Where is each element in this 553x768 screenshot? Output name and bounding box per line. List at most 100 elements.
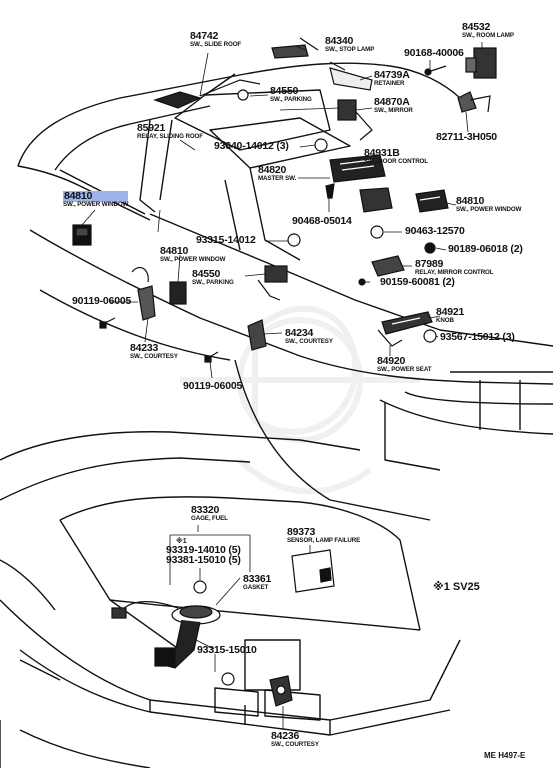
label-93567-15012: 93567-15012 (3) (440, 332, 515, 343)
part-number: 93640-14012 (3) (214, 140, 289, 152)
part-number: 82711-3H050 (436, 131, 497, 143)
part-desc: SENSOR, LAMP FAILURE (287, 536, 361, 544)
label-83361: 83361 GASKET (243, 574, 271, 591)
label-87989: 87989 RELAY, MIRROR CONTROL (415, 258, 494, 276)
part-desc: SW., POWER WINDOW (160, 255, 226, 263)
part-number: 93319-14010 (5) (166, 544, 241, 556)
label-93315-14012: 93315-14012 (196, 235, 256, 246)
part-desc: SW., PARKING (270, 95, 312, 103)
part-desc: SW., POWER WINDOW (63, 200, 129, 208)
part-desc: SW., DOOR CONTROL (364, 157, 428, 165)
part-number: 84931B (364, 147, 400, 159)
label-90159-60081: 90159-60081 (2) (380, 277, 455, 288)
part-number: 84340 (325, 35, 354, 47)
label-84550-parking-middle: 84550 SW., PARKING (192, 269, 234, 286)
part-number: 93567-15012 (3) (440, 331, 515, 343)
label-84820: 84820 MASTER SW. (258, 165, 296, 182)
part-number: 87989 (415, 258, 444, 270)
part-desc: SW., COURTESY (285, 337, 333, 345)
label-90468-05014: 90468-05014 (292, 216, 352, 227)
part-number: 90468-05014 (292, 215, 352, 227)
part-desc: SW., SLIDE ROOF (190, 40, 242, 48)
label-84236: 84236 SW., COURTESY (271, 731, 319, 748)
part-desc: SW., STOP LAMP (325, 45, 375, 53)
label-90119-06005-bottom: 90119-06005 (183, 381, 242, 392)
label-note-mark: ※1 (176, 538, 187, 545)
part-number: 84550 (270, 85, 299, 97)
part-number: 84233 (130, 342, 159, 354)
part-number: 89373 (287, 526, 316, 538)
part-number: 93315-15010 (197, 644, 257, 656)
label-89373: 89373 SENSOR, LAMP FAILURE (287, 527, 360, 544)
part-desc: RETAINER (374, 79, 405, 87)
part-number[interactable]: 84810 (63, 191, 129, 202)
label-84920: 84920 SW., POWER SEAT (377, 355, 432, 373)
part-desc: SW., COURTESY (271, 740, 319, 748)
label-84742: 84742 SW., SLIDE ROOF (190, 31, 241, 48)
label-84233: 84233 SW., COURTESY (130, 343, 178, 360)
part-number: 90463-12570 (405, 225, 465, 237)
part-desc: MASTER SW. (258, 174, 297, 182)
part-number: 84920 (377, 355, 406, 367)
part-desc: SW., MIRROR (374, 106, 413, 114)
label-90463-12570: 90463-12570 (405, 226, 465, 237)
upper-car-body-outline (17, 62, 553, 521)
part-desc: SW., POWER WINDOW (456, 205, 522, 213)
part-number: 84532 (462, 21, 491, 33)
label-84739A: 84739A RETAINER (374, 70, 410, 87)
label-84810-middle: 84810 SW., POWER WINDOW (160, 246, 225, 263)
label-85921: 85921 RELAY, SLIDING ROOF (137, 123, 203, 140)
part-number: 85921 (137, 122, 166, 134)
part-number: 84236 (271, 730, 300, 742)
label-84810-highlighted[interactable]: 84810 SW., POWER WINDOW (63, 191, 128, 208)
part-desc: SW., COURTESY (130, 352, 178, 360)
lower-car-body-outline (0, 431, 461, 768)
part-number: 83361 (243, 573, 272, 585)
part-number: 84742 (190, 30, 219, 42)
part-number: 84820 (258, 164, 287, 176)
label-84340: 84340 SW., STOP LAMP (325, 36, 374, 53)
leader-lines (81, 42, 483, 730)
part-number: 84921 (436, 306, 465, 318)
part-desc: SW., ROOM LAMP (462, 31, 514, 39)
label-84870A: 84870A SW., MIRROR (374, 97, 413, 114)
label-84931B: 84931B SW., DOOR CONTROL (364, 148, 428, 165)
part-number: 90119-06005 (183, 380, 243, 392)
part-number: 84739A (374, 69, 410, 81)
note-mark: ※1 (176, 538, 187, 545)
label-83320: 83320 GAGE, FUEL (191, 505, 228, 522)
label-82711-3H050: 82711-3H050 (436, 132, 497, 143)
part-number: 84550 (192, 268, 221, 280)
component-drawings (72, 37, 497, 707)
part-number: 90159-60081 (2) (380, 276, 455, 288)
part-desc: RELAY, MIRROR CONTROL (415, 268, 494, 276)
label-84234: 84234 SW., COURTESY (285, 328, 333, 345)
part-desc: KNOB (436, 316, 454, 324)
part-number: 83320 (191, 504, 220, 516)
label-90189-06018: 90189-06018 (2) (448, 244, 523, 255)
part-number: 93381-15010 (5) (166, 554, 241, 566)
part-number: 84234 (285, 327, 314, 339)
part-number: 90168-40006 (404, 47, 464, 59)
part-desc: RELAY, SLIDING ROOF (137, 132, 203, 140)
part-number: 84870A (374, 96, 410, 108)
label-90168-40006: 90168-40006 (404, 48, 464, 59)
diagram-code: ME H497-E (484, 751, 526, 760)
part-desc: SW., PARKING (192, 278, 234, 286)
label-93315-15010: 93315-15010 (197, 645, 257, 656)
label-84810-right: 84810 SW., POWER WINDOW (456, 196, 521, 213)
label-93640-14012: 93640-14012 (3) (214, 141, 289, 152)
part-number: 90189-06018 (2) (448, 243, 523, 255)
part-number: 93315-14012 (196, 234, 256, 246)
label-84921: 84921 KNOB (436, 307, 464, 324)
variant-note: ※1 SV25 (433, 581, 480, 593)
label-84550-parking-top: 84550 SW., PARKING (270, 86, 312, 103)
part-number: 84810 (160, 245, 189, 257)
part-desc: GAGE, FUEL (191, 514, 228, 522)
label-84532: 84532 SW., ROOM LAMP (462, 22, 514, 39)
part-number: 90119-06005 (72, 295, 132, 307)
label-93319-14010: 93319-14010 (5) (166, 545, 241, 556)
part-number: 84810 (456, 195, 485, 207)
label-90119-06005-left: 90119-06005 (72, 296, 131, 307)
